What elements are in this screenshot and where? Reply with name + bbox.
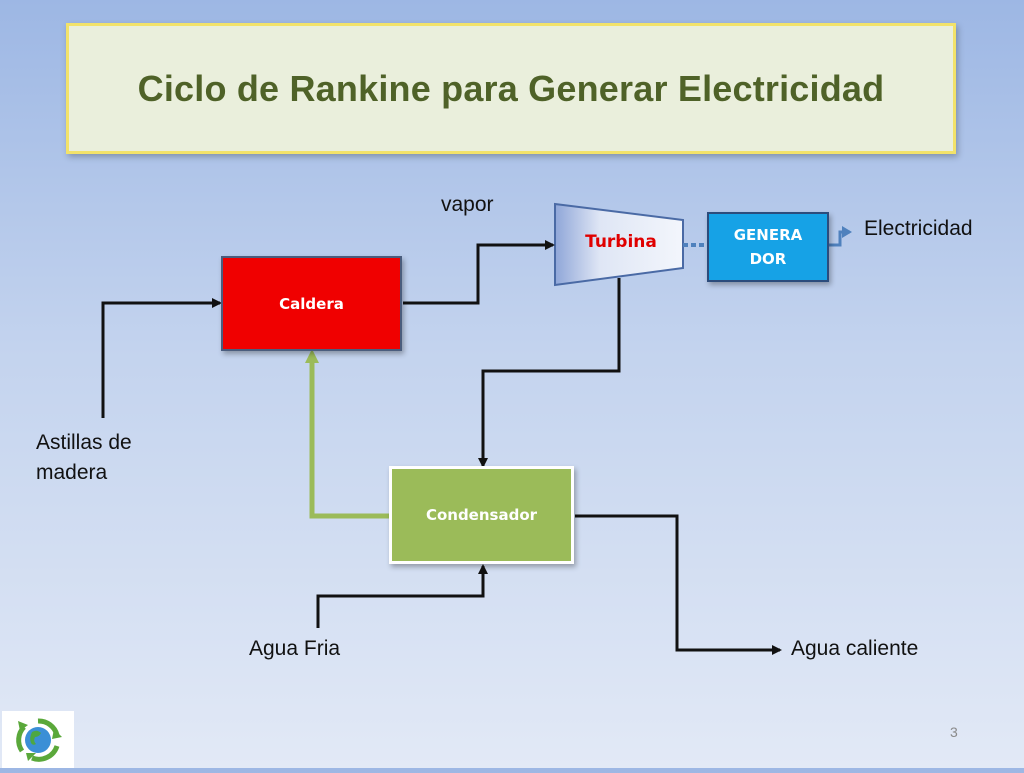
caldera-label: Caldera <box>279 294 344 313</box>
caldera-box: Caldera <box>221 256 402 351</box>
generador-label-line2: DOR <box>749 250 787 268</box>
arrow-astillas-to-caldera <box>101 298 222 418</box>
title-box: Ciclo de Rankine para Generar Electricid… <box>66 23 956 154</box>
agua-fria-label: Agua Fria <box>249 637 341 660</box>
arrow-condensador-to-caldera <box>305 349 389 519</box>
arrow-turbina-to-condensador <box>478 278 621 468</box>
astillas-label-line2: madera <box>36 461 108 484</box>
condensador-label: Condensador <box>425 506 538 524</box>
recycle-globe-logo-icon <box>2 711 74 768</box>
turbina-label: Turbina <box>585 232 657 252</box>
arrow-caldera-to-turbina <box>403 240 555 305</box>
page-number: 3 <box>950 724 958 740</box>
condensador-box: Condensador <box>389 466 574 564</box>
astillas-label: Astillas de madera <box>36 428 166 488</box>
electricidad-label: Electricidad <box>864 217 973 240</box>
generador-box: GENERA DOR <box>707 212 829 282</box>
agua-caliente-label: Agua caliente <box>791 637 919 660</box>
arrow-condensador-to-agua-caliente <box>575 514 782 655</box>
vapor-label: vapor <box>441 193 494 216</box>
slide-title: Ciclo de Rankine para Generar Electricid… <box>137 67 885 109</box>
arrow-generador-to-electricidad <box>829 226 852 247</box>
arrow-agua-fria-to-condensador <box>316 564 488 628</box>
generador-label-line1: GENERA <box>733 226 803 244</box>
turbina-shape <box>554 202 684 287</box>
astillas-label-line1: Astillas de <box>36 431 132 454</box>
